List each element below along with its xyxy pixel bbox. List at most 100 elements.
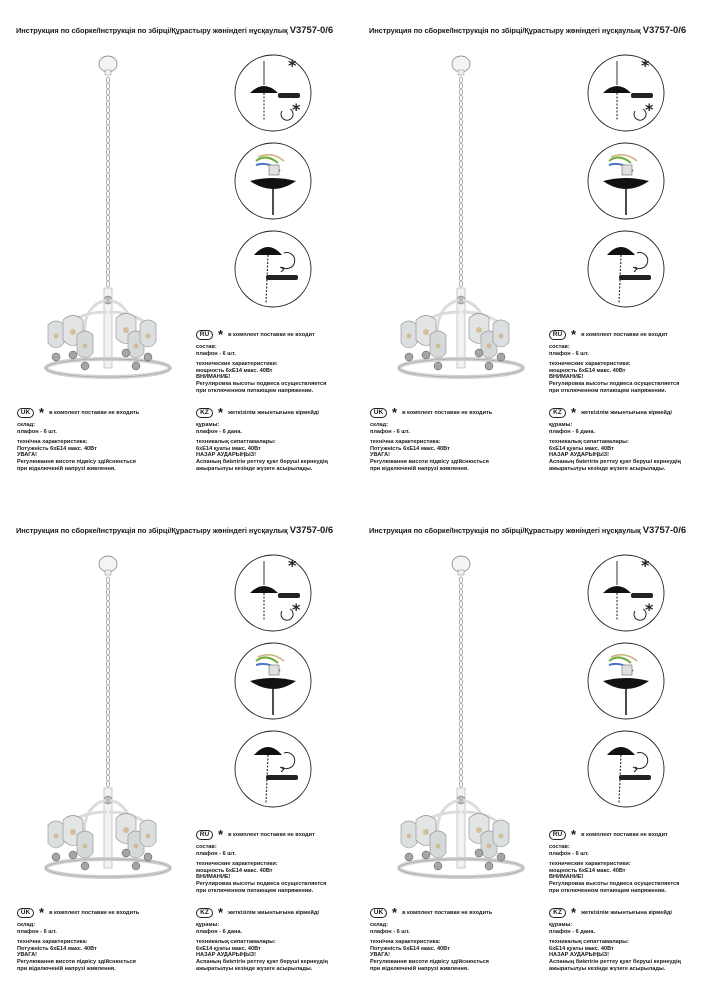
step-1-canopy-screws: * * [587,554,665,632]
instruction-sheet: Инструкция по сборке/Інструкція по збірц… [0,0,353,500]
ukrainian-text-block: UK * в комплект поставки не входить скла… [370,905,535,972]
warning-line-1: Регулювання висоти підвісу здійснюється [370,958,489,965]
warning-label: УВАГА! [370,452,391,459]
step-3-height-adjust [234,230,312,308]
asterisk-icon: * [641,556,650,575]
composition-label: құрамы: [549,922,573,928]
warning-line-2: при отключенном питающем напряжении. [196,887,314,894]
step-2-wiring [587,642,665,720]
composition-label: состав: [549,844,570,850]
language-badge-ru: RU [549,830,566,840]
spec-label: техникалық сипаттамалары: [196,939,276,946]
composition-value: плафон - 6 шт. [196,350,236,357]
title-text: Инструкция по сборке/Інструкція по збірц… [369,526,641,535]
asterisk-icon: * [645,100,654,119]
asterisk-icon: * [218,327,224,342]
spec-label: технічна характеристика: [17,939,88,946]
language-badge-ru: RU [196,830,213,840]
model-number: V3757-0/6 [642,25,687,36]
not-included-note: в комплект поставки не входит [228,331,315,338]
warning-line-2: ажыратылуы кезінде жүзеге асырылады. [549,965,666,972]
spec-label: технические характеристики: [549,861,631,868]
language-badge-uk: UK [17,908,34,918]
language-badge-ru: RU [549,330,566,340]
composition-label: склад: [17,422,36,428]
composition-value: плафон - 6 шт. [370,428,410,435]
russian-text-block: RU * в комплект поставки не входит соста… [196,327,346,394]
model-number: V3757-0/6 [642,525,687,536]
spec-label: технічна характеристика: [370,439,441,446]
sheet-title: Инструкция по сборке/Інструкція по збірц… [16,525,346,536]
asterisk-icon: * [39,405,45,420]
warning-line-1: Аспаның биіктігін реттеу қуат беруші кер… [549,958,681,965]
warning-line-2: при відключеній напрузі живлення. [370,465,469,472]
warning-label: НАЗАР АУДАРЫҢЫЗ! [549,952,610,959]
kazakh-text-block: KZ * жеткізілім жиынтығына кірмейді құра… [196,906,351,972]
not-included-note: в комплект поставки не входить [49,409,140,416]
language-badge-uk: UK [370,408,387,418]
warning-line-2: при отключенном питающем напряжении. [549,387,667,394]
step-2-wiring [234,642,312,720]
chandelier-illustration [397,55,525,379]
assembly-steps-illustration: * * [234,54,312,308]
spec-value: мощность 6хЕ14 макс. 40Вт [549,367,626,374]
kazakh-text-block: KZ * жеткізілім жиынтығына кірмейді құра… [196,405,351,472]
title-text: Инструкция по сборке/Інструкція по збірц… [16,26,288,35]
instruction-sheet: Инструкция по сборке/Інструкція по збірц… [353,500,706,1000]
asterisk-icon: * [218,405,224,420]
warning-line-2: ажыратылуы кезінде жүзеге асырылады. [196,965,313,972]
warning-label: УВАГА! [17,452,38,459]
asterisk-icon: * [571,905,577,920]
russian-text-block: RU * в комплект поставки не входит соста… [549,328,699,394]
composition-label: состав: [196,344,217,350]
asterisk-icon: * [218,827,224,842]
composition-value: плафон - 6 шт. [17,428,57,435]
step-3-height-adjust [234,730,312,808]
composition-label: состав: [549,344,570,350]
ukrainian-text-block: UK * в комплект поставки не входить скла… [370,406,535,472]
composition-label: состав: [196,844,217,850]
model-number: V3757-0/6 [289,525,334,536]
composition-label: склад: [17,922,36,928]
spec-value: Потужність 6хЕ14 макс. 40Вт [370,945,450,952]
not-included-note: жеткізілім жиынтығына кірмейді [228,909,319,916]
language-badge-uk: UK [370,908,387,918]
spec-value: 6хЕ14 қуаты макс. 40Вт [196,445,261,452]
composition-value: плафон - 6 шт. [549,350,589,357]
warning-line-2: ажыратылуы кезінде жүзеге асырылады. [549,465,666,472]
composition-label: құрамы: [196,422,220,428]
model-number: V3757-0/6 [289,25,334,36]
composition-value: плафон - 6 дана. [196,428,243,435]
warning-line-1: Аспаның биіктігін реттеу қуат беруші кер… [196,458,328,465]
chandelier-illustration [397,555,525,879]
spec-label: технічна характеристика: [370,939,441,946]
spec-label: техникалық сипаттамалары: [549,439,629,446]
spec-value: мощность 6хЕ14 макс. 40Вт [549,867,626,874]
warning-line-2: при відключеній напрузі живлення. [370,965,469,972]
language-badge-kz: KZ [196,908,213,918]
language-badge-kz: KZ [196,408,213,418]
language-badge-uk: UK [17,408,34,418]
assembly-steps-illustration: * * [587,554,665,808]
warning-label: УВАГА! [17,952,38,959]
asterisk-icon: * [288,56,297,75]
spec-label: технические характеристики: [549,361,631,368]
russian-text-block: RU * в комплект поставки не входит соста… [196,827,346,894]
not-included-note: в комплект поставки не входит [581,331,668,338]
chandelier-illustration [44,555,172,879]
step-1-canopy-screws: * * [587,54,665,132]
step-1-canopy-screws: * * [234,54,312,132]
asterisk-icon: * [292,600,301,619]
spec-label: технические характеристики: [196,361,278,368]
asterisk-icon: * [392,905,398,920]
composition-value: плафон - 6 дана. [196,928,243,935]
assembly-steps-illustration: * * [587,54,665,308]
composition-label: құрамы: [196,922,220,928]
step-3-height-adjust [587,730,665,808]
composition-value: плафон - 6 шт. [370,928,410,935]
warning-line-2: при отключенном питающем напряжении. [549,887,667,894]
asterisk-icon: * [39,905,45,920]
warning-line-2: при відключеній напрузі живлення. [17,465,116,472]
asterisk-icon: * [641,56,650,75]
